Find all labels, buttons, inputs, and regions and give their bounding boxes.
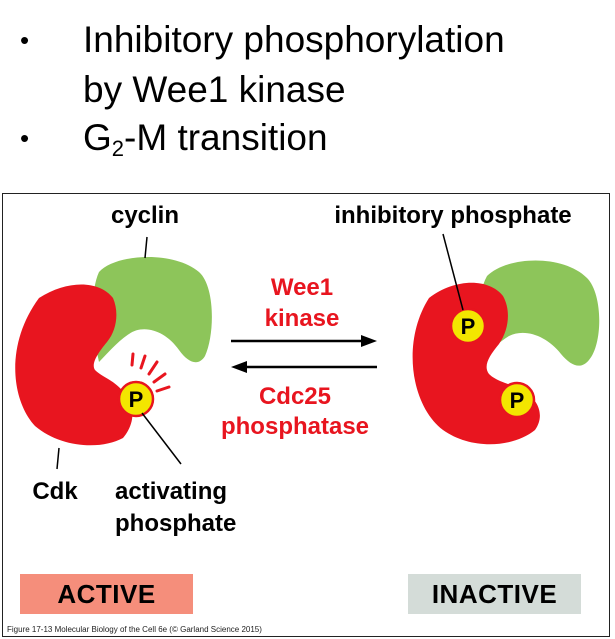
bullet-text-line2: by Wee1 kinase (83, 69, 346, 110)
activating-label-2: phosphate (115, 510, 236, 537)
figure-credit: Figure 17-13 Molecular Biology of the Ce… (7, 625, 262, 634)
activating-phosphate-inactive-p: P (510, 388, 525, 413)
g-letter: G (83, 117, 112, 158)
activating-phosphate (117, 380, 155, 418)
bullet-text-g2m: G2-M transition (83, 114, 328, 162)
activating-phosphate-inactive (498, 381, 536, 419)
inhibitory-phosphate (449, 307, 487, 345)
cdk-shape-active (15, 284, 133, 446)
activation-rays (130, 352, 171, 393)
bullet-marker: • (20, 25, 30, 55)
transition-text: -M transition (124, 117, 328, 158)
cdc25-label-2: phosphatase (221, 413, 369, 440)
cyclin-leader (144, 236, 148, 259)
cdk-diagram: P cyclin Cdk activating phosphate Wee1 k… (15, 202, 600, 537)
inhibitory-phosphate-p: P (461, 314, 476, 339)
cyclin-shape-active (92, 256, 212, 363)
wee1-label-2: kinase (265, 305, 340, 332)
activating-label: activating (115, 478, 227, 505)
forward-arrow-head (361, 335, 377, 347)
bullet-list: • Inhibitory phosphorylation by Wee1 kin… (0, 0, 615, 190)
cdk-label: Cdk (32, 478, 78, 505)
cyclin-shape-inactive (479, 260, 600, 366)
inhibitory-label: inhibitory phosphate (334, 202, 571, 229)
bullet-text-line1: Inhibitory phosphorylation (83, 19, 505, 60)
active-state-label: ACTIVE (20, 574, 193, 614)
bullet-marker: • (20, 123, 30, 153)
cdk-leader (56, 447, 60, 470)
wee1-label: Wee1 (271, 274, 333, 301)
cyclin-label: cyclin (111, 202, 179, 229)
figure-panel: P cyclin Cdk activating phosphate Wee1 k… (2, 193, 610, 637)
activating-leader (141, 412, 182, 465)
g-subscript: 2 (111, 136, 125, 161)
inactive-state-label: INACTIVE (408, 574, 581, 614)
reverse-arrow-head (231, 361, 247, 373)
cdc25-label: Cdc25 (259, 383, 331, 410)
activating-phosphate-p: P (129, 387, 144, 412)
inhibitory-leader (442, 233, 464, 311)
